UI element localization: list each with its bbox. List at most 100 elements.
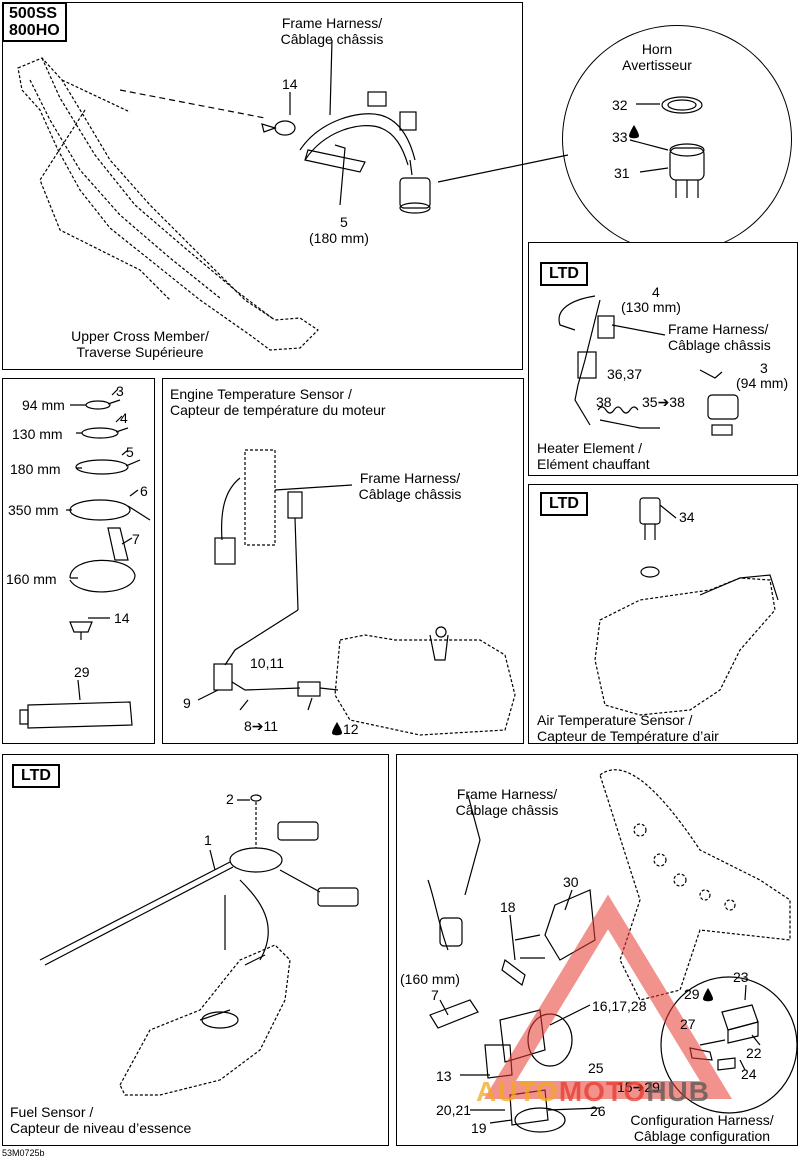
fuel-sensor-panel [2,754,389,1146]
config-harness-title: Configuration Harness/ Câblage configura… [630,1112,774,1144]
tie-7-length: 160 mm [6,571,57,587]
part-23-label: 23 [733,969,749,985]
upper-cross-member-label: Upper Cross Member/ Traverse Supérieure [71,328,209,360]
part-15-29-label: 15➔29 [617,1079,660,1095]
watermark-hub: HUB [646,1076,710,1107]
part-20-21-label: 20,21 [436,1102,472,1118]
tie-5-number: 5 [126,444,134,460]
part-32-label: 32 [612,97,628,113]
tie-3-number: 3 [116,383,124,399]
horn-callout-circle [562,25,792,253]
horn-detail-drawing [629,96,705,198]
part-5-label: 5 [340,214,348,230]
part-10-11-label: 10,11 [250,655,284,671]
part-25-label: 25 [588,1060,604,1076]
fuse-part-leaders [699,984,761,1071]
model-800ho: 800HO [9,22,60,39]
tie-number-leaders [77,388,139,701]
part-13-label: 13 [436,1068,452,1084]
model-500ss: 500SS [9,5,58,22]
frame-leader-line [119,89,266,119]
model-badge: 500SS 800HO [2,2,67,42]
part-2-label: 2 [226,791,234,807]
frame-harness-label: Frame Harness/ Câblage châssis [280,15,384,47]
config-frame-harness-leader [464,794,481,896]
tie-leaders [66,404,86,579]
air-temp-sensor-drawing [594,497,779,716]
watermark-auto: AUTO [476,1076,559,1107]
tie-5-length: 180 mm [10,461,61,477]
config-frame-harness-label: Frame Harness/ Câblage châssis [455,786,559,818]
horn-on-frame-drawing [399,159,431,214]
engine-temp-panel [162,378,524,744]
part-14-screw-label: 14 [114,610,130,626]
screw-14-drawing [261,120,296,136]
frame-panel [2,2,523,370]
part-35-38-label: 35➔38 [642,394,685,410]
part-18-label: 18 [500,899,516,915]
watermark-moto: MOTO [558,1076,647,1107]
part-3-length: (94 mm) [736,375,789,391]
heater-coil-drawing [597,406,639,414]
ltd-badge-heater: LTD [540,262,588,286]
engine-part-leaders [197,689,313,711]
engine-frame-harness-label: Frame Harness/ Câblage châssis [358,470,462,502]
part-29-label: 29 [74,664,90,680]
part-33-label: 33 [612,129,628,145]
engine-temp-sensor-drawing [213,449,516,736]
fuel-sensor-title: Fuel Sensor / Capteur de niveau d’essenc… [10,1104,192,1136]
part-7-label: 7 [431,987,439,1003]
air-temp-title: Air Temperature Sensor / Capteur de Temp… [537,712,719,744]
part-34-leader [659,504,677,519]
config-bracket-drawing [599,769,791,1001]
part-14-label: 14 [282,76,298,92]
watermark-triangle [484,894,732,1099]
frame-harness-leader [329,39,333,116]
part-8-11-label: 8➔11 [244,718,279,734]
part-36-37-label: 36,37 [607,366,643,382]
config-part-leaders [439,889,601,1124]
part-34-label: 34 [679,509,695,525]
part-4-length: (130 mm) [621,299,681,315]
part-16-17-28-label: 16,17,28 [592,998,647,1014]
config-harness-panel [396,754,798,1146]
horn-callout-leader [437,154,569,183]
heater-element-title: Heater Element / Elément chauffant [537,440,650,472]
air-temp-panel [528,484,798,744]
part-27-label: 27 [680,1016,696,1032]
upper-cross-member-drawing [17,57,319,351]
tie-6-length: 350 mm [8,502,59,518]
frame-harness-drawing [299,91,417,206]
ltd-badge-fuel: LTD [12,764,60,788]
part-19-label: 19 [471,1120,487,1136]
part-1-label: 1 [204,832,212,848]
ltd-badge-air: LTD [540,492,588,516]
heater-element-drawing [558,295,739,436]
part-38-label: 38 [596,394,612,410]
part-31-label: 31 [614,165,630,181]
tie-7-number: 7 [132,531,140,547]
drawing-reference-code: 53M0725b [2,1148,45,1158]
horn-title: Horn Avertisseur [622,41,692,73]
tie-4-number: 4 [120,410,128,426]
part-30-label: 30 [563,874,579,890]
fuse-callout-circle [660,976,798,1114]
tie-6-number: 6 [140,483,148,499]
part-3-label: 3 [760,360,768,376]
part-5-length: (180 mm) [309,230,369,246]
part-22-label: 22 [746,1045,762,1061]
engine-temp-title: Engine Temperature Sensor / Capteur de t… [170,386,386,418]
tie-3-length: 94 mm [22,397,65,413]
watermark-logo: AUTOMOTOHUB [476,1076,710,1108]
fuel-part-leaders [209,799,250,950]
tie-4-length: 130 mm [12,426,63,442]
fuel-sensor-drawing [39,794,359,1096]
engine-frame-harness-leader [274,484,353,491]
part-9-label: 9 [183,695,191,711]
part-26-label: 26 [590,1103,606,1119]
part-12-label: 12 [343,721,359,737]
part-24-label: 24 [741,1066,757,1082]
part-29-config-label: 29 [684,986,700,1002]
part-4-label: 4 [652,284,660,300]
